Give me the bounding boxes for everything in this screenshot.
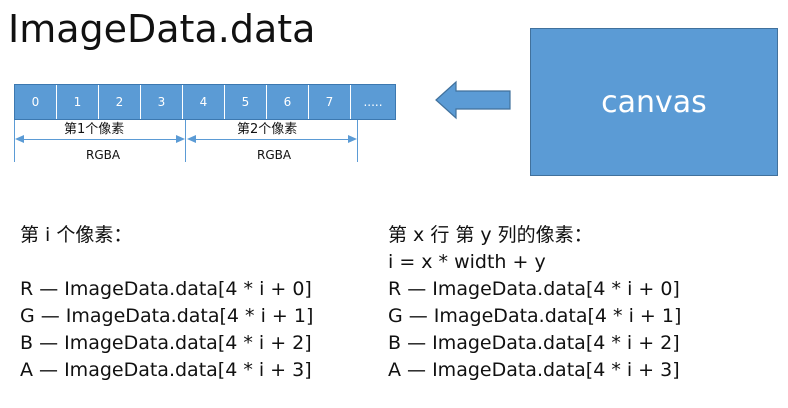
left-line-r: R — ImageData.data[4 * i + 0]	[20, 278, 312, 300]
right-formula-block: 第 x 行 第 y 列的像素： i = x * width + y R — Im…	[388, 222, 681, 384]
arrow-left-icon	[187, 135, 196, 143]
pixel-1-left-tick	[14, 120, 15, 162]
array-cell: 6	[267, 85, 309, 119]
left-line-a: A — ImageData.data[4 * i + 3]	[20, 359, 312, 381]
pixel-1-right-tick	[185, 120, 186, 162]
diagram-title: ImageData.data	[8, 7, 316, 51]
right-line-g: G — ImageData.data[4 * i + 1]	[388, 305, 682, 327]
arrow-right-icon	[348, 135, 357, 143]
right-line-a: A — ImageData.data[4 * i + 3]	[388, 359, 680, 381]
array-cell: 0	[15, 85, 57, 119]
array-cell: 1	[57, 85, 99, 119]
right-line-b: B — ImageData.data[4 * i + 2]	[388, 332, 680, 354]
left-line-g: G — ImageData.data[4 * i + 1]	[20, 305, 314, 327]
left-heading: 第 i 个像素：	[20, 224, 133, 246]
array-cell-ellipsis: .....	[363, 95, 383, 109]
array-cell: 5	[225, 85, 267, 119]
pixel-1-rgba: RGBA	[86, 148, 121, 162]
data-array: 0 1 2 3 4 5 6 7 .....	[14, 84, 396, 120]
pixel-2-right-tick	[357, 120, 358, 162]
big-arrow-left-icon	[435, 80, 511, 120]
arrow-right-icon	[176, 135, 185, 143]
array-cell: 3	[141, 85, 183, 119]
right-heading: 第 x 行 第 y 列的像素：	[388, 224, 593, 246]
array-cell: 2	[99, 85, 141, 119]
pixel-1-label: 第1个像素	[62, 122, 127, 138]
array-cell: 7	[309, 85, 351, 119]
pixel-2-span-line	[192, 139, 352, 140]
left-formula-block: 第 i 个像素： R — ImageData.data[4 * i + 0] G…	[20, 222, 313, 384]
pixel-2-label: 第2个像素	[235, 122, 300, 138]
left-line-b: B — ImageData.data[4 * i + 2]	[20, 332, 312, 354]
canvas-box: canvas	[530, 28, 778, 176]
arrow-left-icon	[15, 135, 24, 143]
array-cell: 4	[183, 85, 225, 119]
pixel-2-rgba: RGBA	[257, 148, 292, 162]
canvas-label: canvas	[601, 84, 707, 120]
right-formula: i = x * width + y	[388, 251, 546, 273]
right-line-r: R — ImageData.data[4 * i + 0]	[388, 278, 680, 300]
left-spacer	[20, 249, 313, 276]
pixel-1-span-line	[20, 139, 180, 140]
